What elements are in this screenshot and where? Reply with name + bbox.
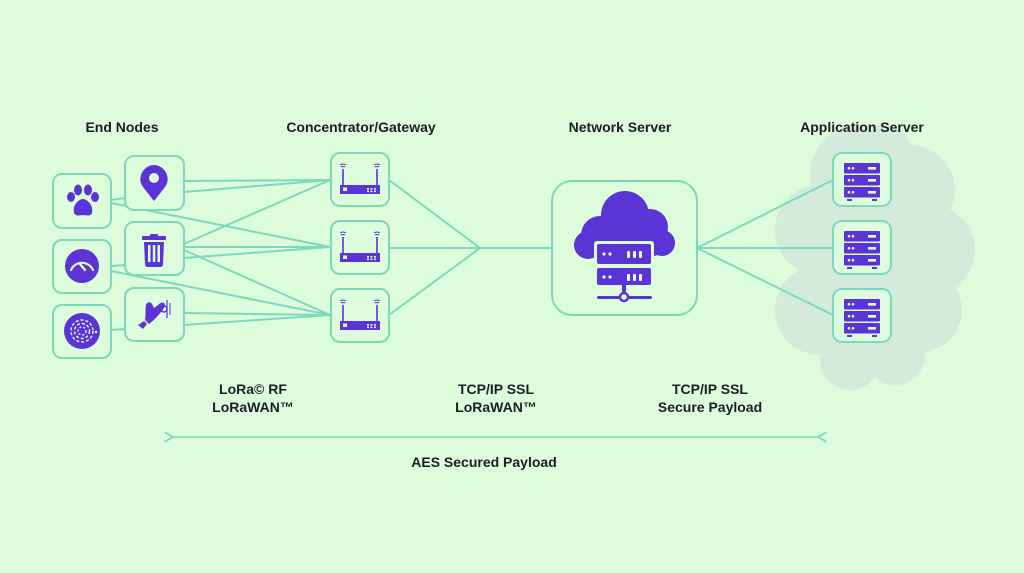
protocol-gateway-ns-line2: LoRaWAN™ bbox=[455, 399, 537, 415]
gateways bbox=[330, 152, 390, 343]
application-server-app2[interactable] bbox=[832, 220, 892, 275]
link-hand-gw3 bbox=[183, 312, 331, 316]
link-smoke-hand bbox=[110, 328, 126, 331]
link-trash-gw1 bbox=[183, 179, 331, 245]
column-title-network-server: Network Server bbox=[568, 119, 672, 135]
protocol-ns-app-line2: Secure Payload bbox=[657, 399, 763, 415]
link-gw3-ns bbox=[388, 247, 481, 316]
end-node-paw[interactable] bbox=[52, 173, 112, 229]
end-nodes bbox=[52, 155, 185, 359]
link-gauge-trash bbox=[110, 264, 126, 267]
protocol-node-gateway-line2: LoRaWAN™ bbox=[212, 399, 294, 415]
application-server-app3[interactable] bbox=[832, 288, 892, 343]
application-server-app1[interactable] bbox=[832, 152, 892, 207]
gauge-icon bbox=[65, 249, 99, 283]
aes-span-label: AES Secured Payload bbox=[411, 454, 557, 470]
column-title-end-nodes: End Nodes bbox=[85, 119, 159, 135]
gateway-gw3[interactable] bbox=[330, 288, 390, 343]
end-node-trash[interactable] bbox=[124, 221, 185, 276]
network-server-node[interactable] bbox=[551, 180, 698, 316]
link-gw1-ns bbox=[388, 179, 481, 249]
application-servers bbox=[832, 152, 892, 343]
end-node-location[interactable] bbox=[124, 155, 185, 211]
smoke-detector-icon bbox=[64, 313, 100, 349]
connectors bbox=[110, 179, 834, 331]
paw-icon bbox=[67, 184, 99, 216]
cloud-server-icon bbox=[574, 191, 675, 303]
location-pin-icon bbox=[140, 165, 168, 201]
server-rack-icon bbox=[844, 231, 880, 269]
protocol-ns-app-line1: TCP/IP SSL bbox=[672, 381, 748, 397]
end-node-smoke[interactable] bbox=[52, 304, 112, 359]
end-node-hand[interactable] bbox=[124, 287, 185, 342]
protocol-ns-app: TCP/IP SSL Secure Payload bbox=[658, 380, 762, 416]
trash-bin-icon bbox=[142, 234, 166, 267]
hand-sensor-icon bbox=[138, 300, 171, 329]
protocol-node-gateway-line1: LoRa© RF bbox=[219, 381, 287, 397]
link-paw-location bbox=[110, 197, 126, 201]
protocol-node-gateway: LoRa© RF LoRaWAN™ bbox=[212, 380, 294, 416]
router-icon bbox=[339, 231, 381, 262]
link-ns-app1 bbox=[696, 179, 834, 249]
router-icon bbox=[339, 299, 381, 330]
gateway-gw1[interactable] bbox=[330, 152, 390, 207]
gateway-gw2[interactable] bbox=[330, 220, 390, 275]
protocol-gateway-ns: TCP/IP SSL LoRaWAN™ bbox=[455, 380, 537, 416]
link-location-gw1b bbox=[183, 179, 331, 193]
link-trash-gw2b bbox=[183, 246, 331, 259]
link-location-gw1 bbox=[183, 179, 331, 182]
column-title-gateway: Concentrator/Gateway bbox=[286, 119, 436, 135]
router-icon bbox=[339, 163, 381, 194]
link-trash-gw3 bbox=[183, 249, 331, 316]
protocol-gateway-ns-line1: TCP/IP SSL bbox=[458, 381, 534, 397]
end-node-gauge[interactable] bbox=[52, 239, 112, 294]
link-hand-gw3b bbox=[183, 314, 331, 326]
server-rack-icon bbox=[844, 299, 880, 337]
link-ns-app3 bbox=[696, 247, 834, 316]
column-title-application-server: Application Server bbox=[800, 119, 924, 135]
server-rack-icon bbox=[844, 163, 880, 201]
link-gauge-gw3 bbox=[110, 270, 331, 316]
